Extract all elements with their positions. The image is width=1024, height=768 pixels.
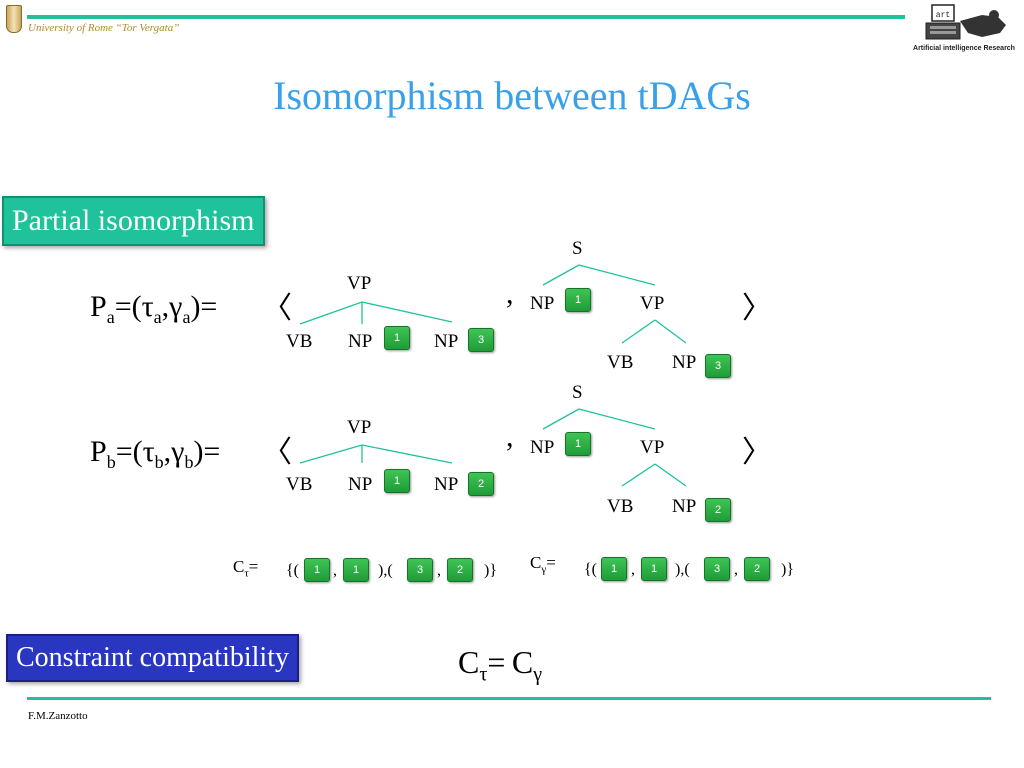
pb-right-np1: NP [530,437,555,458]
pb-right-np2: NP [672,496,697,517]
pa-right-np1-tag: 1 [565,288,591,312]
c-gamma-open: {( [584,561,598,578]
footer-divider [27,697,991,700]
c-gamma-tag-2: 1 [641,557,667,581]
pb-right-vp: VP [640,437,665,458]
partial-isomorphism-label: Partial isomorphism [2,196,265,246]
pb-left-np1: NP [348,474,373,495]
compatibility-equation: Cτ= Cγ [458,644,543,686]
c-gamma-sep-2: , [734,561,738,578]
pb-right-s: S [572,382,583,403]
pa-comma: , [506,277,514,310]
pa-right-np2-tag: 3 [705,354,731,378]
art-logo-icon: art [925,4,1006,40]
pb-right-angle: 〉 [742,436,772,469]
c-tau-open: {( [286,562,300,579]
pa-right-np1: NP [530,293,555,314]
pb-right-np2-tag: 2 [705,498,731,522]
c-tau-tag-2: 1 [343,558,369,582]
c-tau-tag-3: 3 [407,558,433,582]
c-tau-sep-1: , [333,562,337,579]
c-tau-mid: ),( [378,562,393,579]
slide-title: Isomorphism between tDAGs [273,73,751,118]
c-gamma-sep-1: , [631,561,635,578]
c-gamma-close: )} [781,561,795,578]
c-gamma-tag-3: 3 [704,557,730,581]
pa-left-np1: NP [348,331,373,352]
pa-right-angle: 〉 [742,292,772,325]
c-tau-tag-1: 1 [304,558,330,582]
c-tau-sep-2: , [437,562,441,579]
pa-left-vb: VB [286,331,313,352]
pb-left-vp: VP [347,417,372,438]
c-gamma-mid: ),( [675,561,690,578]
constraint-compatibility-label: Constraint compatibility [6,634,299,682]
c-tau-close: )} [484,562,498,579]
pa-right-np2: NP [672,352,697,373]
c-tau-label: Cτ= [233,557,259,580]
footer-author: F.M.Zanzotto [28,710,88,722]
pb-right-np1-tag: 1 [565,432,591,456]
pb-left-np2-tag: 2 [468,472,494,496]
pa-right-s: S [572,238,583,259]
pb-left-vb: VB [286,474,313,495]
c-gamma-label: Cγ= [530,553,556,576]
pa-left-np1-tag: 1 [384,326,410,350]
logo-word: art [936,11,950,20]
c-gamma-tag-1: 1 [601,557,627,581]
pb-left-np1-tag: 1 [384,469,410,493]
university-name: University of Rome “Tor Vergata” [28,22,180,34]
pb-expression: Pb=(τb,γb)= [90,435,221,472]
logo-caption: Artificial intelligence Research [913,45,1015,52]
pa-left-np2: NP [434,331,459,352]
pa-expression: Pa=(τa,γa)= [90,290,218,327]
pb-right-vb: VB [607,496,634,517]
pa-right-vp: VP [640,293,665,314]
header-divider [27,15,905,19]
pb-comma: , [506,420,514,453]
pa-left-vp: VP [347,273,372,294]
pb-left-angle: 〈 [262,436,292,469]
university-shield-icon [6,5,22,33]
c-gamma-tag-4: 2 [744,557,770,581]
pb-left-np2: NP [434,474,459,495]
pa-right-vb: VB [607,352,634,373]
c-tau-tag-4: 2 [447,558,473,582]
pa-left-angle: 〈 [262,292,292,325]
pa-left-np2-tag: 3 [468,328,494,352]
